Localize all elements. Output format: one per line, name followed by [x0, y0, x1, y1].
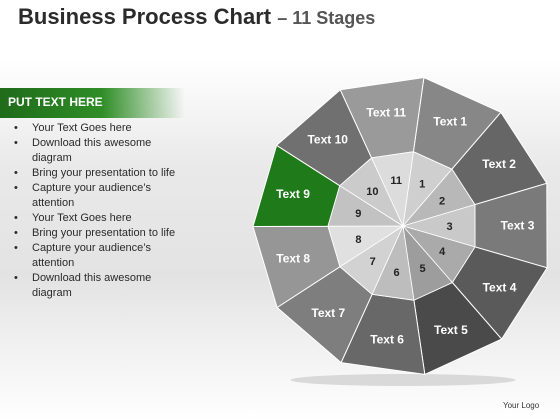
stage-label: Text 4 — [483, 281, 517, 295]
stage-number: 2 — [439, 196, 445, 208]
stage-label: Text 9 — [276, 187, 310, 201]
stage-label: Text 11 — [366, 106, 406, 120]
title-subtitle: – 11 Stages — [277, 8, 376, 28]
inner-segments — [327, 151, 476, 301]
inner-segment-11 — [371, 151, 414, 228]
title-main: Business Process Chart — [18, 4, 272, 29]
stage-label: Text 2 — [482, 157, 516, 171]
stage-number: 9 — [355, 208, 361, 220]
bullet-item: Your Text Goes here — [14, 211, 176, 226]
stage-number: 6 — [393, 267, 399, 279]
outer-segments — [252, 76, 548, 376]
bullet-item: Download this awesome diagram — [14, 271, 176, 301]
stage-number: 1 — [419, 179, 425, 191]
stage-label: Text 10 — [307, 133, 348, 147]
page-title: Business Process Chart – 11 Stages — [18, 4, 375, 30]
stage-label: Text 7 — [311, 306, 345, 320]
stage-label: Text 3 — [501, 219, 535, 233]
bullet-item: Your Text Goes here — [14, 121, 176, 136]
stage-label: Text 1 — [433, 115, 467, 129]
stage-number: 7 — [370, 256, 376, 268]
bullet-item: Bring your presentation to life — [14, 166, 176, 181]
wheel-shadow — [290, 374, 516, 386]
bullet-item: Download this awesome diagram — [14, 136, 176, 166]
bullet-item: Capture your audience’s attention — [14, 241, 176, 271]
stage-label: Text 5 — [434, 323, 468, 337]
stage-number: 3 — [446, 221, 452, 233]
panel-header-bar — [0, 88, 185, 118]
stage-number: 4 — [439, 246, 446, 258]
stage-number: 5 — [419, 263, 425, 275]
stage-number: 8 — [355, 234, 361, 246]
stage-number: 11 — [390, 175, 402, 187]
stage-number: 10 — [366, 186, 378, 198]
bullet-item: Bring your presentation to life — [14, 226, 176, 241]
bullet-item: Capture your audience’s attention — [14, 181, 176, 211]
stage-label: Text 6 — [370, 332, 404, 346]
logo-text: Your Logo — [503, 401, 540, 410]
bullet-list: Your Text Goes here Download this awesom… — [14, 121, 176, 301]
stage-label: Text 8 — [276, 252, 310, 266]
panel-heading: PUT TEXT HERE — [8, 95, 103, 109]
